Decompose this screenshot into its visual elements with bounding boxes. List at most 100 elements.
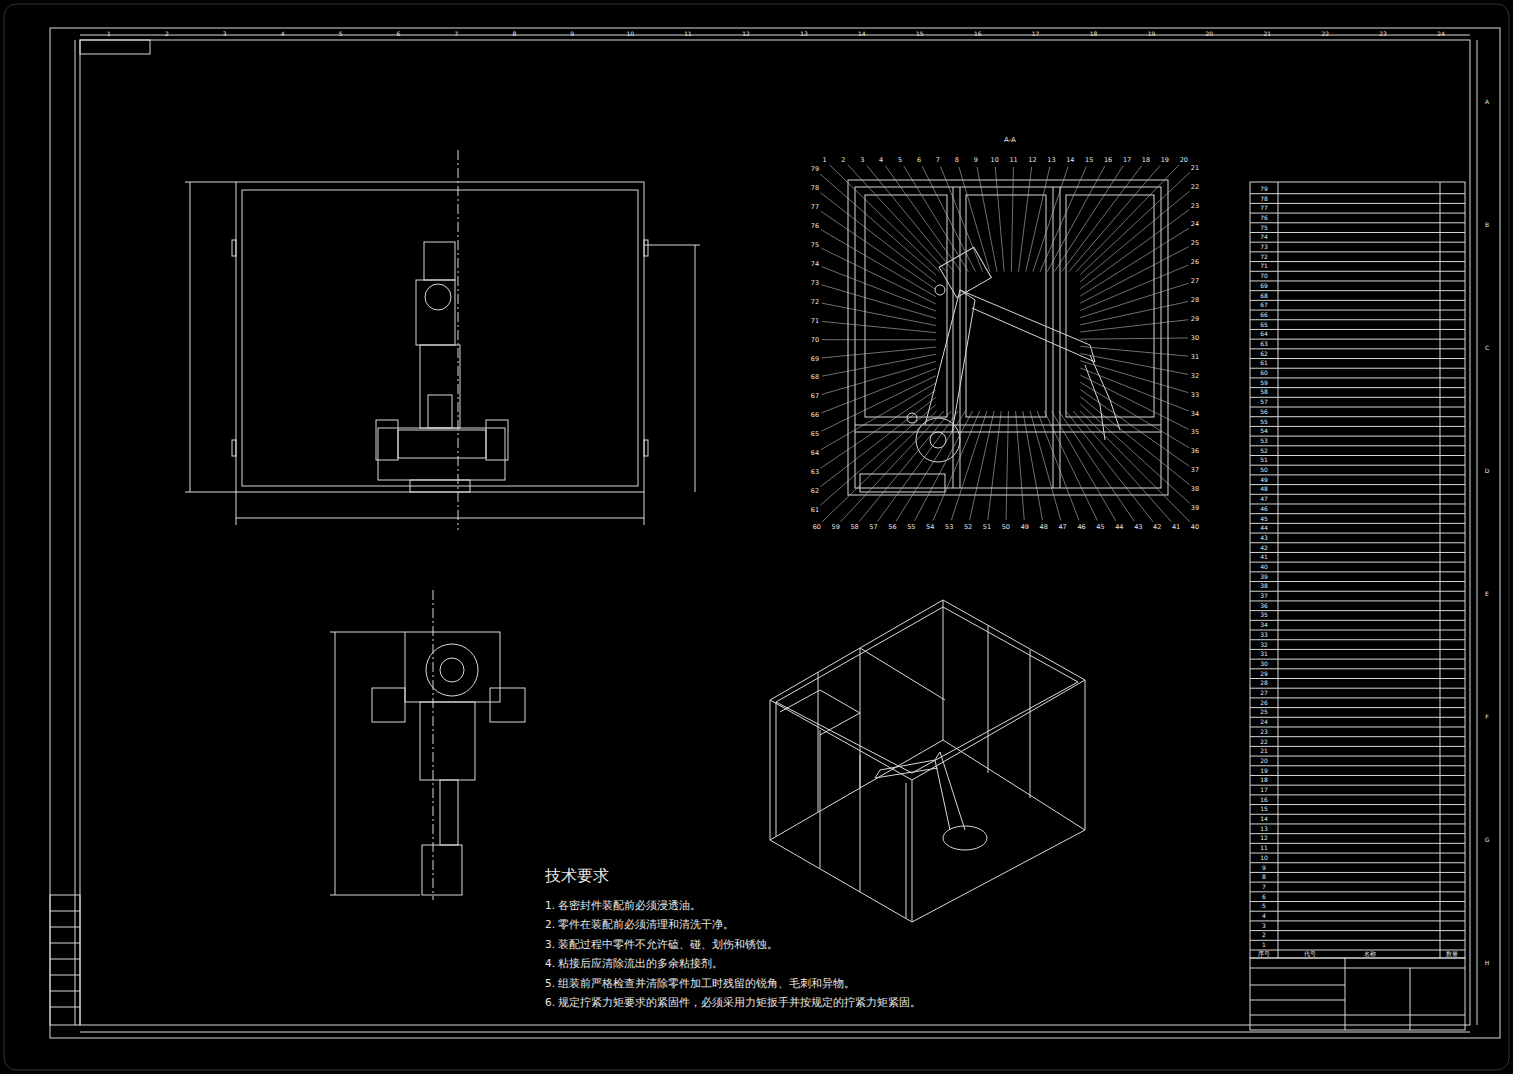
callout-number: 54 xyxy=(926,524,934,531)
line-stroke xyxy=(988,625,989,773)
line-stroke xyxy=(1250,562,1465,563)
line-stroke xyxy=(1250,649,1465,650)
line-stroke xyxy=(1250,804,1465,805)
item-number: 60 xyxy=(1260,370,1268,376)
note-text: 6. 规定拧紧力矩要求的紧固件，必须采用力矩扳手并按规定的拧紧力矩紧固。 xyxy=(545,997,921,1008)
item-number: 36 xyxy=(1260,603,1268,609)
line-stroke xyxy=(821,193,936,283)
item-number: 78 xyxy=(1260,196,1268,202)
callout-number: 31 xyxy=(1191,354,1199,361)
line-stroke xyxy=(1044,411,1097,521)
zone-letter: A xyxy=(1485,99,1489,105)
line-stroke xyxy=(1250,1015,1465,1016)
line-stroke xyxy=(885,166,961,272)
line-stroke xyxy=(820,405,936,506)
line-stroke xyxy=(1037,411,1079,520)
table-header: 名称 xyxy=(1364,951,1376,957)
line-stroke xyxy=(1250,416,1465,417)
line-stroke xyxy=(1477,40,1478,1025)
item-number: 39 xyxy=(1260,574,1268,580)
line-stroke xyxy=(1250,591,1465,592)
item-number: 44 xyxy=(1260,525,1268,531)
rect-stroke xyxy=(486,420,508,460)
line-stroke xyxy=(75,40,76,1025)
zone-number: 6 xyxy=(397,31,401,37)
rect-stroke xyxy=(422,845,462,895)
callout-number: 11 xyxy=(1009,157,1017,164)
zone-letter: D xyxy=(1485,468,1490,474)
item-number: 27 xyxy=(1260,690,1268,696)
line-stroke xyxy=(912,780,913,922)
line-stroke xyxy=(860,755,861,892)
zone-letter: G xyxy=(1485,837,1490,843)
callout-number: 10 xyxy=(991,157,999,164)
line-stroke xyxy=(1023,411,1043,520)
line-stroke xyxy=(644,492,645,525)
sheet-frame xyxy=(50,28,1500,1038)
item-number: 29 xyxy=(1260,671,1268,677)
line-stroke xyxy=(822,339,936,340)
callout-number: 55 xyxy=(907,524,915,531)
line-stroke xyxy=(1053,187,1054,488)
zone-number: 18 xyxy=(1090,31,1098,37)
item-number: 12 xyxy=(1260,835,1268,841)
callout-number: 47 xyxy=(1058,524,1066,531)
circle-stroke xyxy=(425,284,451,310)
line-stroke xyxy=(458,150,459,530)
item-number: 32 xyxy=(1260,642,1268,648)
callout-number: 56 xyxy=(888,524,896,531)
zone-number: 24 xyxy=(1437,31,1445,37)
item-number: 63 xyxy=(1260,341,1268,347)
line-stroke xyxy=(1250,329,1465,330)
item-number: 42 xyxy=(1260,545,1268,551)
rect-stroke xyxy=(644,240,648,256)
callout-number: 48 xyxy=(1040,524,1048,531)
line-stroke xyxy=(50,927,80,928)
item-number: 66 xyxy=(1260,312,1268,318)
line-stroke xyxy=(822,285,936,318)
item-number: 22 xyxy=(1260,739,1268,745)
line-stroke xyxy=(1019,167,1032,272)
isometric-view xyxy=(770,600,1085,922)
line-stroke xyxy=(822,354,936,376)
callout-number: 25 xyxy=(1191,240,1199,247)
line-stroke xyxy=(1250,290,1465,291)
callout-number: 8 xyxy=(955,157,959,164)
line-stroke xyxy=(1250,494,1465,495)
item-number: 64 xyxy=(1260,331,1268,337)
callout-number: 38 xyxy=(1191,486,1199,493)
callout-number: 44 xyxy=(1115,524,1123,531)
zone-number: 11 xyxy=(684,31,692,37)
line-stroke xyxy=(1250,436,1465,437)
line-stroke xyxy=(1250,872,1465,873)
callout-number: 17 xyxy=(1123,157,1131,164)
zone-number: 7 xyxy=(455,31,459,37)
zone-number: 14 xyxy=(858,31,866,37)
line-stroke xyxy=(1080,228,1189,296)
line-stroke xyxy=(1250,610,1465,611)
item-number: 3 xyxy=(1262,923,1266,929)
zone-number: 20 xyxy=(1206,31,1214,37)
item-number: 76 xyxy=(1260,215,1268,221)
line-stroke xyxy=(1250,242,1465,243)
line-stroke xyxy=(821,397,936,486)
line-stroke xyxy=(1250,261,1465,262)
line-stroke xyxy=(1410,968,1411,1030)
line-stroke xyxy=(820,730,821,868)
line-stroke xyxy=(848,165,947,271)
line-stroke xyxy=(1250,862,1465,863)
line-stroke xyxy=(1080,172,1190,274)
line-stroke xyxy=(995,167,1004,272)
line-stroke xyxy=(1250,785,1465,786)
side-view xyxy=(848,180,1168,495)
line-stroke xyxy=(1250,882,1465,883)
line-stroke xyxy=(1250,213,1465,214)
line-stroke xyxy=(1080,191,1189,282)
item-number: 26 xyxy=(1260,700,1268,706)
table-header: 数量 xyxy=(1446,951,1458,957)
line-stroke xyxy=(1250,853,1465,854)
callout-number: 46 xyxy=(1077,524,1085,531)
callout-number: 65 xyxy=(811,431,819,438)
item-number: 77 xyxy=(1260,205,1268,211)
